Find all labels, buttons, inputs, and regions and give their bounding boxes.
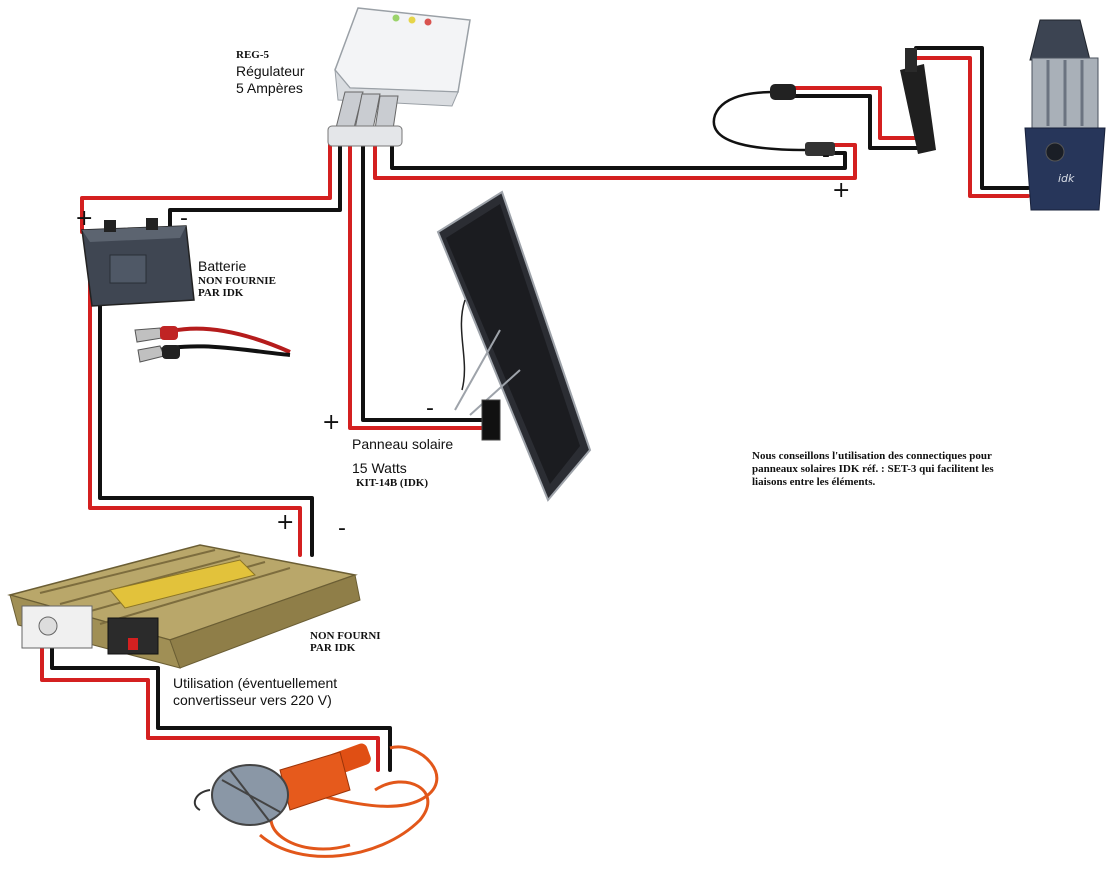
wire-worklamp-positive — [40, 638, 380, 772]
advice-line2: panneaux solaires IDK réf. : SET-3 qui f… — [752, 463, 994, 475]
battery-note-line2: PAR IDK — [198, 287, 244, 299]
regulator-led-red — [424, 18, 432, 26]
wire-lamp-neg-2 — [793, 94, 927, 150]
panel-plus-sign: + — [322, 410, 341, 435]
panel-name-label: Panneau solaire — [352, 436, 454, 452]
wire-lamp-neg-3 — [914, 46, 1030, 190]
inverter-minus-sign: - — [338, 516, 346, 541]
lamp-minus-sign: - — [822, 143, 830, 168]
wire-inverter-negative — [98, 268, 314, 557]
advice-line1: Nous conseillons l'utilisation des conne… — [752, 450, 992, 462]
wire-lamp-cable — [712, 90, 807, 152]
solar-panel-device — [436, 190, 592, 502]
lamp-plus-sign: + — [832, 178, 851, 203]
work-lamp-device — [193, 743, 439, 858]
panel-power-label: 15 Watts — [352, 460, 407, 476]
regulator-rating-label: 5 Ampères — [236, 80, 303, 96]
wire-panel-negative — [361, 143, 490, 422]
regulator-led-green — [392, 14, 400, 22]
panel-minus-sign: - — [426, 396, 434, 421]
inverter-usage-line1: Utilisation (éventuellement — [173, 675, 338, 691]
wire-lamp-pos-3 — [910, 56, 1030, 198]
lantern-brand-text: idk — [1058, 172, 1075, 185]
panel-ref-label: KIT-14B (IDK) — [356, 477, 429, 489]
battery-note-line1: NON FOURNIE — [198, 275, 276, 287]
inverter-plus-sign: + — [276, 510, 295, 535]
battery-clamps-icon — [134, 326, 291, 363]
wire-lamp-pos-2 — [793, 86, 927, 140]
wire-inverter-positive — [88, 268, 302, 557]
regulator-device — [327, 7, 471, 147]
wire-lamp-negative — [390, 143, 847, 170]
wire-panel-positive — [348, 143, 492, 430]
inverter-device — [7, 544, 361, 669]
regulator-led-yellow — [408, 16, 416, 24]
battery-name-label: Batterie — [198, 258, 247, 274]
wires — [40, 46, 1030, 772]
wire-lamp-positive — [373, 143, 857, 180]
inverter-note-line1: NON FOURNI — [310, 630, 381, 642]
cigarette-plug-icon — [770, 48, 936, 156]
regulator-name-label: Régulateur — [236, 63, 305, 79]
battery-minus-sign: - — [180, 206, 188, 231]
inverter-note-line2: PAR IDK — [310, 642, 356, 654]
wire-battery-negative — [168, 143, 342, 234]
regulator-ref-label: REG-5 — [236, 49, 269, 61]
inverter-usage-line2: convertisseur vers 220 V) — [173, 692, 332, 708]
advice-line3: liaisons entre les éléments. — [752, 476, 876, 488]
wire-worklamp-negative — [50, 640, 392, 772]
lantern-device: idk — [1024, 19, 1106, 211]
wire-battery-positive — [80, 143, 332, 234]
battery-device — [81, 218, 195, 307]
battery-plus-sign: + — [75, 206, 94, 231]
